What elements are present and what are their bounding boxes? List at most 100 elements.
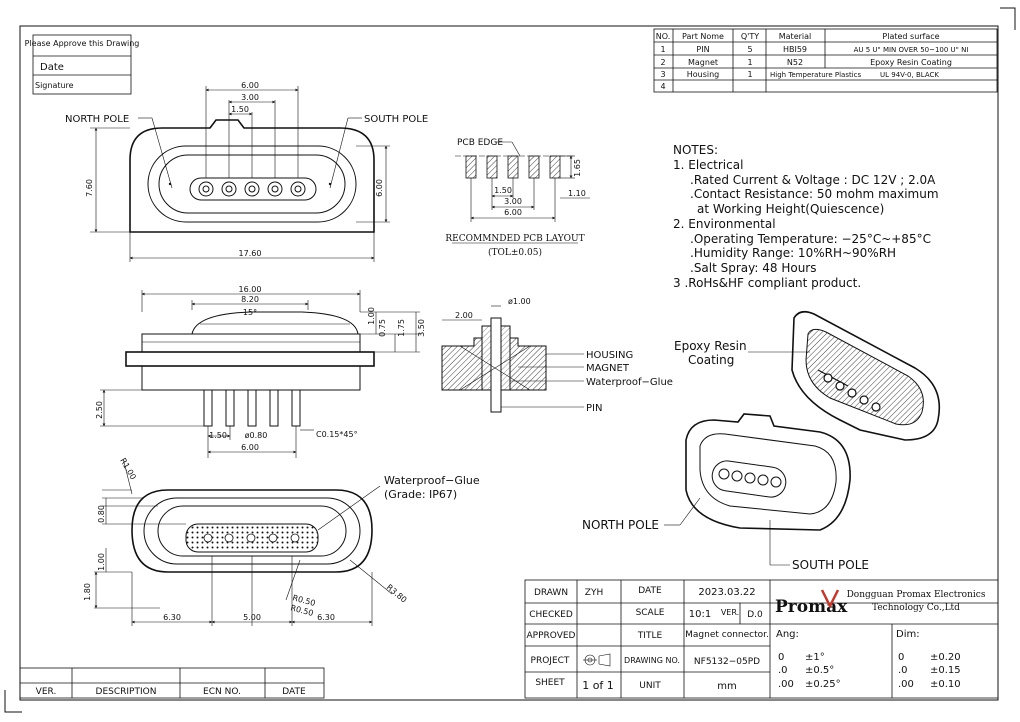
tb-checked-label: CHECKED [529, 610, 573, 620]
tb-title: Magnet connector. [685, 630, 769, 640]
bom-cell: AU 5 U" MIN OVER 50~100 U" NI [854, 46, 969, 54]
bom-cell: PIN [696, 45, 709, 54]
section-view: 2.00 ø1.00 HOUSING MAGNET Waterproof−Glu… [441, 297, 673, 414]
bom-header-no: NO. [656, 32, 671, 41]
note-line: .Contact Resistance: 50 mohm maximum [690, 187, 939, 201]
tb-sheet-label: SHEET [535, 678, 565, 688]
approval-box: Please Approve this Drawing Date Signatu… [25, 34, 140, 95]
promax-logo-text: Promax [775, 597, 848, 617]
side-dim-350: 3.50 [417, 319, 426, 337]
bottom-r380: R3.80 [385, 583, 409, 605]
top-dim-760: 7.60 [85, 179, 94, 197]
top-dim-600v: 6.00 [375, 179, 384, 197]
section-magnet-label: MAGNET [586, 363, 630, 374]
bottom-dim-500: 5.00 [243, 613, 261, 622]
tb-project-label: PROJECT [531, 656, 570, 666]
tb-ang-cell: .0 [778, 665, 788, 676]
top-dim-150: 1.50 [231, 105, 249, 114]
bom-cell: 3 [660, 70, 665, 79]
tb-unit-label: UNIT [639, 681, 661, 691]
pcb-dim-165: 1.65 [573, 159, 582, 177]
section-dim-pin: ø1.00 [508, 297, 531, 306]
side-chamfer: C0.15*45° [316, 430, 358, 439]
pcb-dim-300: 3.00 [504, 197, 522, 206]
note-line: .Humidity Range: 10%RH~90%RH [690, 246, 896, 260]
approval-title: Please Approve this Drawing [25, 39, 140, 48]
tb-scale: 10:1 [689, 609, 711, 620]
pcb-tolerance: (TOL±0.05) [488, 247, 542, 258]
bom-header-material: Material [779, 32, 812, 41]
rev-ver: VER. [36, 687, 57, 697]
top-north-pole: NORTH POLE [65, 114, 129, 125]
bom-cell: Housing [687, 70, 720, 79]
tb-dim-cell: 0 [898, 652, 904, 663]
bottom-glue-label: Waterproof−Glue [384, 474, 480, 487]
bottom-dim-080: 0.80 [97, 505, 106, 523]
side-dim-pin: ø0.80 [245, 431, 268, 440]
section-housing-label: HOUSING [586, 350, 633, 361]
tb-ver: D.0 [747, 610, 763, 620]
pcb-caption: RECOMMNDED PCB LAYOUT [445, 234, 584, 244]
tb-ang-label: Ang: [776, 629, 799, 640]
tb-company-line2: Technology Co.,Ltd [872, 603, 960, 613]
tb-ang-cell: 0 [778, 652, 784, 663]
promax-logo-icon [820, 589, 840, 609]
top-dim-300: 3.00 [241, 93, 259, 102]
tb-sheet: 1 of 1 [582, 679, 614, 692]
tb-dim-label: Dim: [896, 629, 920, 640]
tb-drawing-no-label: DRAWING NO. [624, 656, 680, 665]
tb-ver-label: VER. [721, 608, 739, 617]
iso-coating-label: Coating [688, 353, 734, 367]
iso-view-bottom: NORTH POLE SOUTH POLE [582, 413, 869, 572]
projection-symbol-icon [583, 653, 611, 667]
tb-ang-cell: ±1° [805, 652, 825, 663]
bom-header-qty: Q'TY [741, 32, 759, 41]
bom-header-plated: Plated surface [882, 32, 939, 41]
notes-title: NOTES: [673, 143, 718, 157]
bottom-view: Waterproof−Glue (Grade: IP67) R1.00 0.80… [83, 457, 480, 626]
section-pin-label: PIN [586, 403, 602, 414]
bom-cell: HBI59 [783, 45, 807, 54]
bottom-grade-label: (Grade: IP67) [384, 488, 457, 501]
tb-date-label: DATE [638, 586, 662, 596]
tb-dim-cell: ±0.20 [930, 652, 961, 663]
rev-ecn: ECN NO. [203, 687, 241, 697]
section-glue-label: Waterproof−Glue [586, 377, 673, 388]
side-dim-175: 1.75 [397, 319, 406, 337]
iso-view-top: Epoxy Resin Coating [674, 310, 941, 441]
note-line: .Rated Current & Voltage : DC 12V ; 2.0A [690, 173, 936, 187]
top-view: 6.00 3.00 1.50 7.60 6.00 17.60 NORTH POL… [65, 81, 428, 262]
bom-cell: High Temperature Plastics [770, 71, 862, 79]
tb-title-label: TITLE [637, 631, 663, 641]
bom-cell: 4 [660, 82, 665, 91]
pcb-dim-150: 1.50 [494, 186, 512, 195]
bom-header-part: Part Nome [682, 32, 724, 41]
section-dim-200: 2.00 [455, 311, 473, 320]
side-dim-600: 6.00 [241, 443, 259, 452]
bom-cell: 1 [660, 45, 665, 54]
bottom-dim-180: 1.80 [83, 583, 92, 601]
bom-cell: N52 [787, 58, 803, 67]
revision-table: VER. DESCRIPTION ECN NO. DATE [19, 667, 325, 699]
tb-ang-cell: .00 [778, 679, 794, 690]
bom-cell: 1 [747, 58, 752, 67]
side-dim-820: 8.20 [241, 295, 259, 304]
bom-cell: 5 [747, 45, 752, 54]
tb-dim-cell: ±0.10 [930, 679, 961, 690]
pcb-edge-label: PCB EDGE [457, 138, 503, 148]
tb-unit: mm [717, 681, 736, 692]
iso-south-pole: SOUTH POLE [792, 558, 869, 572]
bom-cell: 1 [747, 70, 752, 79]
top-dim-600: 6.00 [241, 81, 259, 90]
tb-drawn: ZYH [585, 588, 603, 598]
bottom-dim-630b: 6.30 [317, 613, 335, 622]
side-dim-150: 1.50 [209, 431, 227, 440]
iso-epoxy-label: Epoxy Resin [674, 339, 747, 353]
bom-cell: UL 94V-0, BLACK [880, 71, 939, 79]
tb-drawn-label: DRAWN [534, 588, 568, 598]
note-line: 3 .RoHs&HF compliant product. [673, 276, 861, 290]
side-view: 16.00 8.20 15° 1.00 0.75 1.75 3.50 2.50 … [95, 285, 426, 458]
note-line: .Operating Temperature: −25°C~+85°C [690, 232, 931, 246]
drawing-frame [19, 25, 999, 701]
